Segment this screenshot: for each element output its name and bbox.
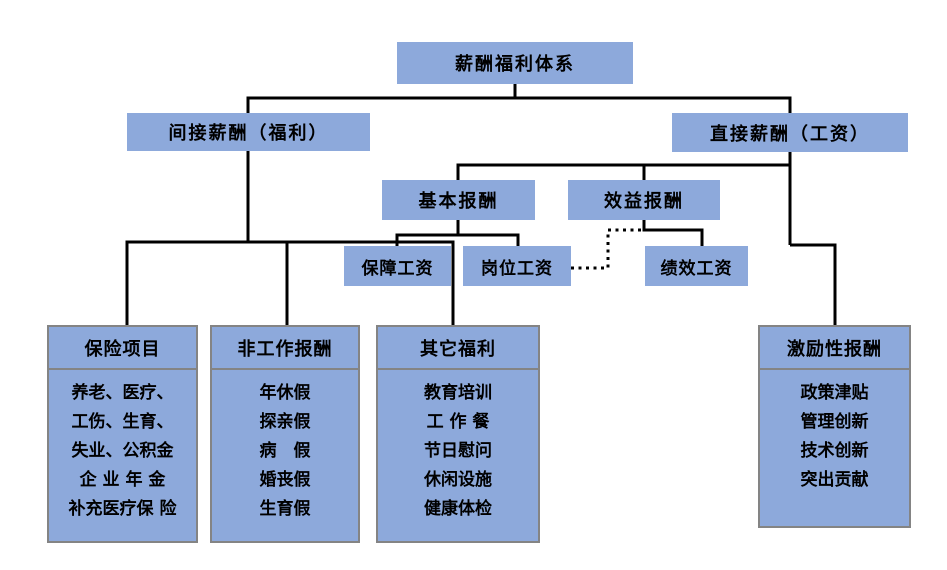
node-position-wage-label: 岗位工资	[481, 258, 553, 279]
node-position-wage[interactable]: 岗位工资	[463, 246, 571, 286]
node-basic-pay[interactable]: 基本报酬	[382, 180, 535, 220]
node-guaranteed-wage-label: 保障工资	[361, 258, 434, 279]
node-direct-pay[interactable]: 直接薪酬（工资）	[672, 113, 908, 152]
list-item: 教育培训	[424, 383, 492, 403]
list-item: 年休假	[259, 383, 311, 403]
box-incentive-pay-title: 激励性报酬	[760, 327, 909, 370]
box-incentive-pay-body: 政策津贴 管理创新 技术创新 突出贡献	[760, 370, 909, 495]
list-item: 补充医疗保 险	[68, 499, 177, 519]
node-root[interactable]: 薪酬福利体系	[397, 42, 633, 84]
box-insurance[interactable]: 保险项目 养老、医疗、 工伤、生育、 失业、公积金 企 业 年 金 补充医疗保 …	[47, 325, 198, 543]
list-item: 病 假	[259, 441, 311, 461]
node-indirect-pay-label: 间接薪酬（福利）	[168, 123, 329, 144]
box-other-benefits[interactable]: 其它福利 教育培训 工 作 餐 节日慰问 休闲设施 健康体检	[376, 325, 540, 543]
list-item: 政策津贴	[800, 383, 869, 403]
list-item: 婚丧假	[259, 470, 311, 490]
node-benefit-pay-label: 效益报酬	[604, 191, 684, 212]
list-item: 技术创新	[800, 441, 869, 461]
list-item: 节日慰问	[424, 441, 492, 461]
node-benefit-pay[interactable]: 效益报酬	[568, 180, 720, 220]
list-item: 突出贡献	[800, 470, 869, 490]
connector-indirect-rail	[125, 240, 455, 325]
connector-dotted-link	[571, 228, 641, 270]
list-item: 工 作 餐	[426, 412, 490, 432]
list-item: 工伤、生育、	[71, 412, 174, 432]
list-item: 探亲假	[259, 412, 311, 432]
list-item: 休闲设施	[424, 470, 492, 490]
list-item: 企 业 年 金	[79, 470, 166, 490]
node-indirect-pay[interactable]: 间接薪酬（福利）	[127, 113, 370, 151]
node-basic-pay-label: 基本报酬	[418, 191, 499, 212]
box-other-benefits-body: 教育培训 工 作 餐 节日慰问 休闲设施 健康体检	[378, 370, 538, 524]
connector-incentive-elbow	[790, 243, 837, 325]
box-other-benefits-title: 其它福利	[378, 327, 538, 370]
list-item: 失业、公积金	[71, 441, 174, 461]
node-guaranteed-wage[interactable]: 保障工资	[344, 246, 451, 286]
box-insurance-body: 养老、医疗、 工伤、生育、 失业、公积金 企 业 年 金 补充医疗保 险	[49, 370, 196, 524]
node-performance-wage-label: 绩效工资	[660, 258, 733, 279]
list-item: 健康体检	[424, 499, 492, 519]
box-non-work-pay-title: 非工作报酬	[212, 327, 358, 370]
box-non-work-pay-body: 年休假 探亲假 病 假 婚丧假 生育假	[212, 370, 358, 524]
list-item: 生育假	[259, 499, 311, 519]
box-insurance-title: 保险项目	[49, 327, 196, 370]
box-incentive-pay[interactable]: 激励性报酬 政策津贴 管理创新 技术创新 突出贡献	[758, 325, 911, 528]
node-direct-pay-label: 直接薪酬（工资）	[710, 123, 870, 145]
node-root-label: 薪酬福利体系	[455, 54, 575, 75]
connector-level2-rail	[246, 96, 792, 113]
connector-level3-rail	[456, 163, 790, 180]
connector-basic-rail	[395, 233, 520, 246]
list-item: 管理创新	[800, 412, 869, 432]
node-performance-wage[interactable]: 绩效工资	[645, 246, 748, 286]
connector-performance-elbow	[642, 220, 704, 246]
box-non-work-pay[interactable]: 非工作报酬 年休假 探亲假 病 假 婚丧假 生育假	[210, 325, 360, 543]
list-item: 养老、医疗、	[71, 383, 174, 403]
